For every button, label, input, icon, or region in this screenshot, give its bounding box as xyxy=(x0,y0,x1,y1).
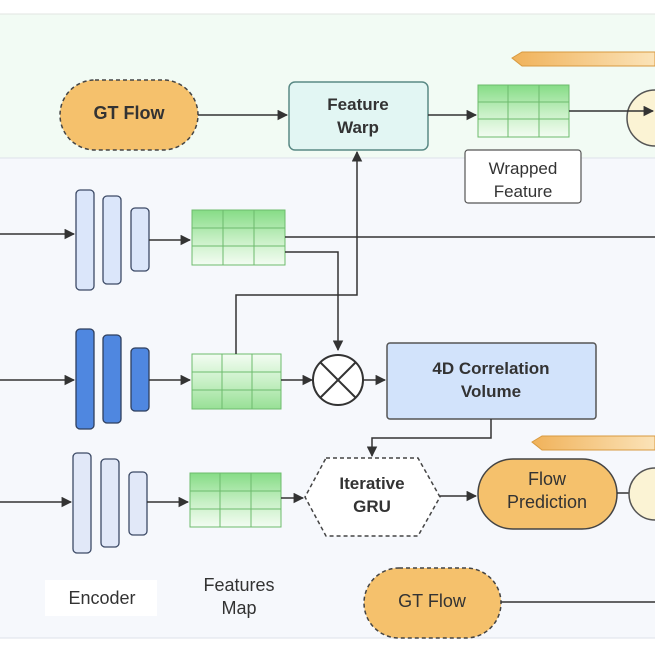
gt-flow-bottom-label: GT Flow xyxy=(398,591,467,611)
wrapped-feature-label-box xyxy=(464,149,582,204)
wrapped-feature-grid xyxy=(477,84,570,138)
correlation-multiply-node xyxy=(312,354,364,406)
wrapped-feature-label-line1: Wrapped xyxy=(489,159,558,178)
flow-prediction-label-line2: Prediction xyxy=(507,492,587,512)
encoder-label: Encoder xyxy=(68,588,135,608)
correlation-volume-label-line1: 4D Correlation xyxy=(432,359,549,378)
encoder-label-box xyxy=(45,580,157,616)
flow-prediction-label-line1: Flow xyxy=(528,469,567,489)
encoder-3 xyxy=(72,452,148,554)
wrapped-feature-label-line2: Feature xyxy=(494,182,553,201)
loss-node-top-partial xyxy=(626,89,655,147)
gt-flow-bottom-node xyxy=(363,567,502,639)
correlation-volume-label-line2: Volume xyxy=(461,382,521,401)
feedback-arrow-top xyxy=(511,51,655,67)
feature-warp-node xyxy=(288,81,429,151)
feedback-arrow-middle xyxy=(531,435,655,451)
loss-node-bottom-partial xyxy=(628,467,655,521)
iterative-gru-label-line1: Iterative xyxy=(339,474,404,493)
iterative-gru-label-line2: GRU xyxy=(353,497,391,516)
gt-flow-top-label: GT Flow xyxy=(94,103,166,123)
feature-grid-2 xyxy=(191,353,282,410)
encoder-1 xyxy=(75,189,150,291)
flow-prediction-node xyxy=(477,458,618,530)
feature-grid-1 xyxy=(191,209,286,266)
feature-grid-3 xyxy=(189,472,282,528)
iterative-gru-node xyxy=(304,457,441,537)
correlation-volume-node xyxy=(386,342,597,420)
encoder-2 xyxy=(75,328,150,430)
features-map-label-line1: Features xyxy=(203,575,274,595)
feature-warp-label-line1: Feature xyxy=(327,95,388,114)
features-map-label-line2: Map xyxy=(221,598,256,618)
feature-warp-label-line2: Warp xyxy=(337,118,379,137)
